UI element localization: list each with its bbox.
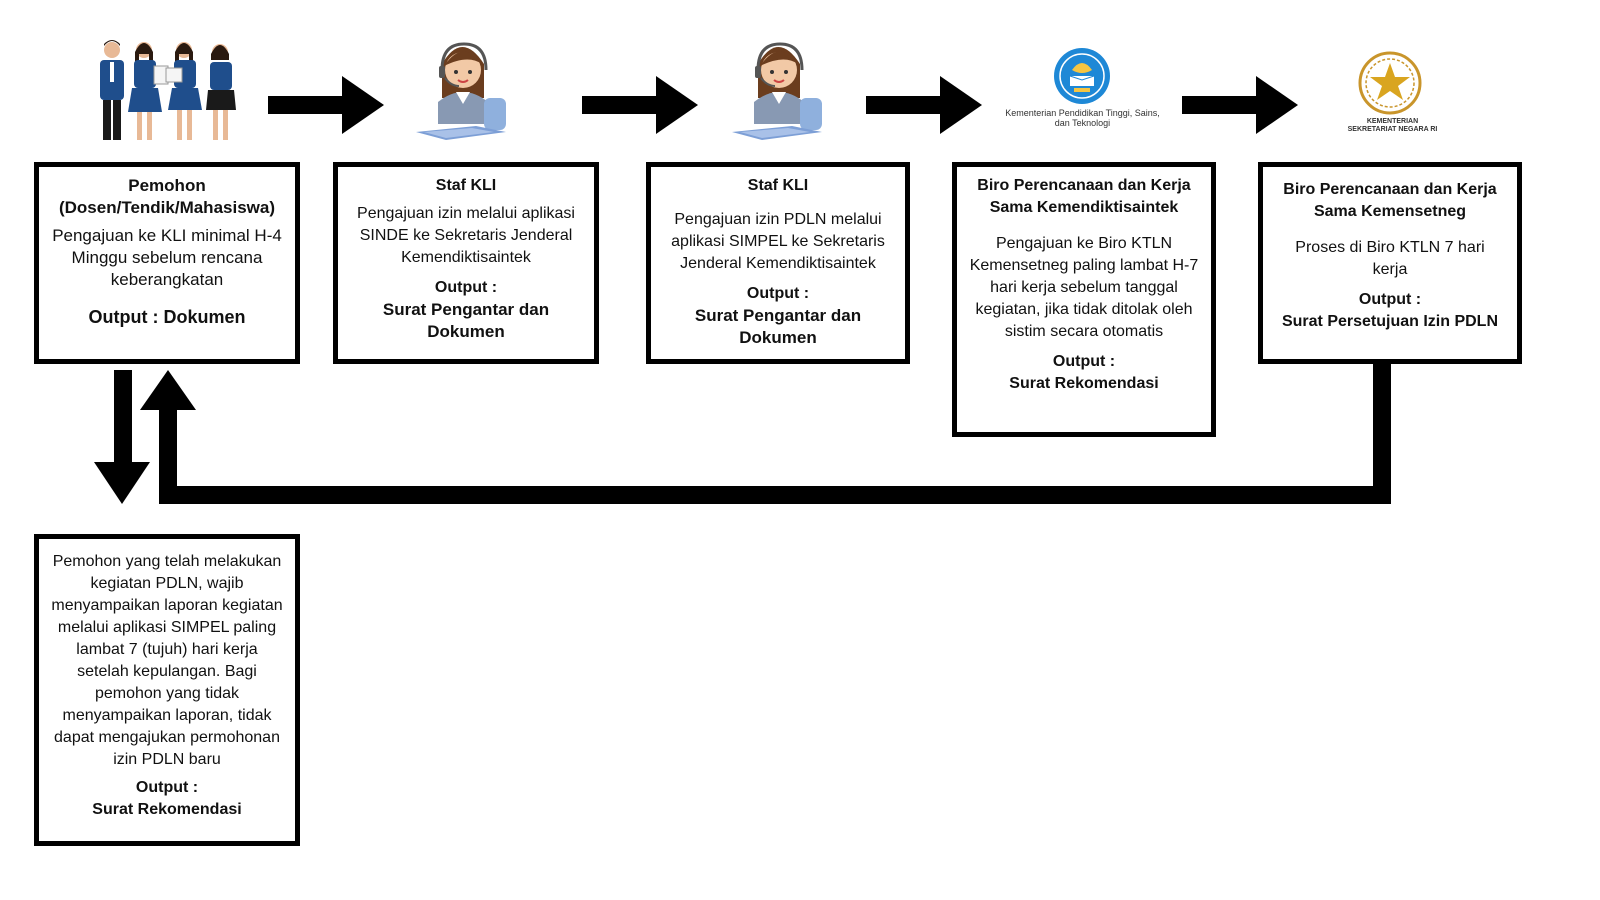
- kemensetneg-logo-text: KEMENTERIAN SEKRETARIAT NEGARA RI: [1347, 118, 1438, 133]
- step-desc: Proses di Biro KTLN 7 hari kerja: [1295, 239, 1485, 278]
- report-output-label: Output :: [135, 779, 199, 796]
- return-line-vertical: [1373, 364, 1391, 504]
- step-title: Biro Perencanaan dan Kerja Sama Kemenset…: [1283, 181, 1497, 220]
- step-box-pemohon: Pemohon (Dosen/Tendik/Mahasiswa) Pengaju…: [34, 162, 300, 364]
- down-arrow-shaft: [114, 370, 132, 466]
- step-output-value: Surat Pengantar dan Dokumen: [694, 306, 862, 347]
- up-arrow-shaft: [159, 408, 177, 504]
- report-desc: Pemohon yang telah melakukan kegiatan PD…: [51, 553, 283, 768]
- operator-headset-icon: [732, 42, 822, 140]
- step-output-label: Output :: [1358, 291, 1422, 308]
- return-line-horizontal: [159, 486, 1391, 504]
- kemendiktisaintek-logo-text: Kementerian Pendidikan Tinggi, Sains, da…: [1005, 108, 1160, 128]
- right-arrow-icon: [582, 76, 698, 134]
- up-arrow-head: [140, 370, 196, 410]
- step-desc: Pengajuan ke KLI minimal H-4 Minggu sebe…: [52, 226, 282, 289]
- step-output-label: Output :: [746, 285, 810, 302]
- step-desc: Pengajuan ke Biro KTLN Kemensetneg palin…: [969, 235, 1199, 340]
- step-output-label: Output :: [1052, 353, 1116, 370]
- step-title: Pemohon (Dosen/Tendik/Mahasiswa): [58, 176, 275, 217]
- step-output-value: Surat Rekomendasi: [1009, 375, 1159, 392]
- step-box-biro-kemensetneg: Biro Perencanaan dan Kerja Sama Kemenset…: [1258, 162, 1522, 364]
- right-arrow-icon: [268, 76, 384, 134]
- kemendiktisaintek-logo-icon: [1054, 48, 1110, 104]
- right-arrow-icon: [866, 76, 982, 134]
- students-group-icon: [100, 40, 236, 140]
- kemensetneg-logo-icon: [1358, 51, 1422, 115]
- step-box-staf-kli-2: Staf KLI Pengajuan izin PDLN melalui apl…: [646, 162, 910, 364]
- report-output-value: Surat Rekomendasi: [92, 801, 242, 818]
- step-output-value: Surat Persetujuan Izin PDLN: [1281, 313, 1499, 330]
- right-arrow-icon: [1182, 76, 1298, 134]
- operator-headset-icon: [416, 42, 506, 140]
- report-box: Pemohon yang telah melakukan kegiatan PD…: [34, 534, 300, 846]
- step-box-staf-kli-1: Staf KLI Pengajuan izin melalui aplikasi…: [333, 162, 599, 364]
- step-desc: Pengajuan izin melalui aplikasi SINDE ke…: [357, 205, 575, 266]
- step-output-label: Output :: [434, 279, 498, 296]
- step-title: Biro Perencanaan dan Kerja Sama Kemendik…: [977, 177, 1191, 216]
- step-box-biro-kemendiktisaintek: Biro Perencanaan dan Kerja Sama Kemendik…: [952, 162, 1216, 437]
- down-arrow-head: [94, 462, 150, 504]
- step-output: Output : Dokumen: [88, 307, 246, 327]
- step-output-value: Surat Pengantar dan Dokumen: [382, 300, 550, 341]
- step-title: Staf KLI: [435, 177, 497, 194]
- step-title: Staf KLI: [747, 177, 809, 194]
- step-desc: Pengajuan izin PDLN melalui aplikasi SIM…: [671, 211, 885, 272]
